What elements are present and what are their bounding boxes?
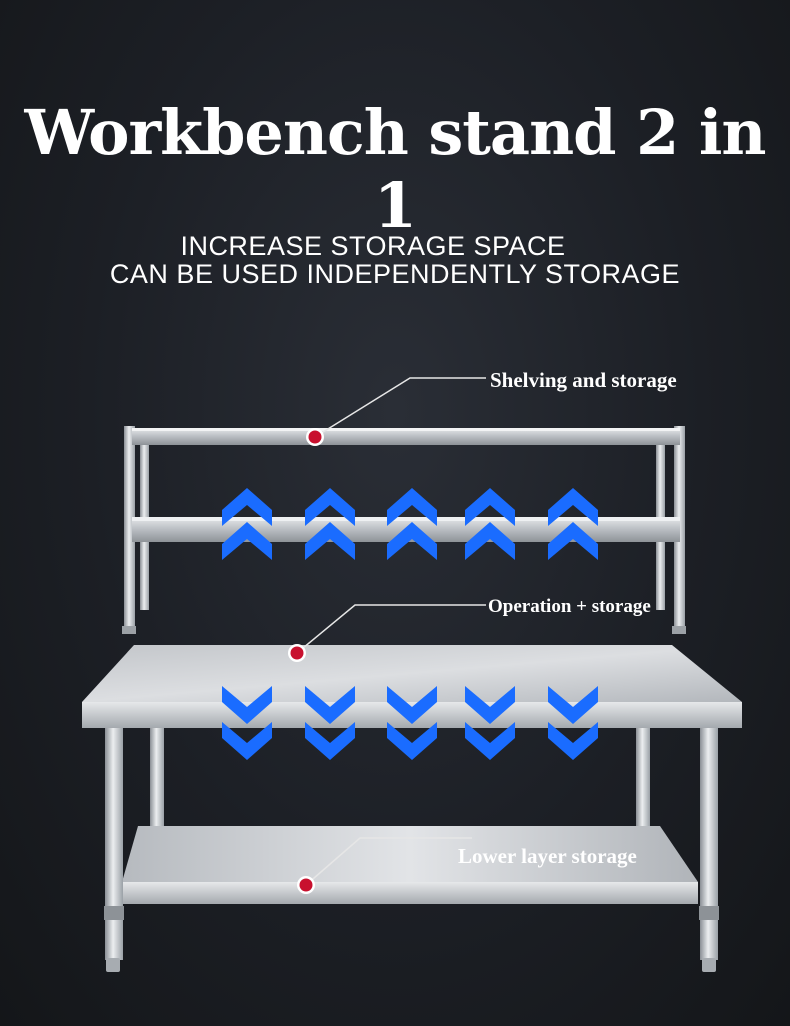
table-leg-back-left [150, 728, 164, 828]
callout-lines [296, 377, 486, 886]
table-leg-front-right [700, 728, 718, 960]
shelf-post-left-front [124, 426, 135, 632]
subtitle-line-1: INCREASE STORAGE SPACE [180, 231, 566, 261]
callout-operation: Operation + storage [488, 596, 651, 617]
lower-shelf-surface [122, 826, 698, 882]
tabletop-surface [82, 645, 742, 702]
callout-lower: Lower layer storage [458, 844, 637, 868]
table-leg-back-right [636, 728, 650, 828]
callout-shelving: Shelving and storage [490, 368, 677, 392]
callout-line-lower [305, 837, 472, 886]
top-shelf [132, 428, 680, 445]
callout-line-shelving [314, 377, 486, 438]
lower-shelf-edge [122, 882, 698, 904]
table-leg-front-left [105, 728, 123, 960]
callout-line-operation [296, 604, 486, 654]
workbench-table [82, 645, 742, 972]
marker-dots [288, 428, 324, 894]
page-title: Workbench stand 2 in 1 [24, 96, 767, 242]
subtitle-line-2: CAN BE USED INDEPENDENTLY STORAGE [109, 259, 681, 289]
